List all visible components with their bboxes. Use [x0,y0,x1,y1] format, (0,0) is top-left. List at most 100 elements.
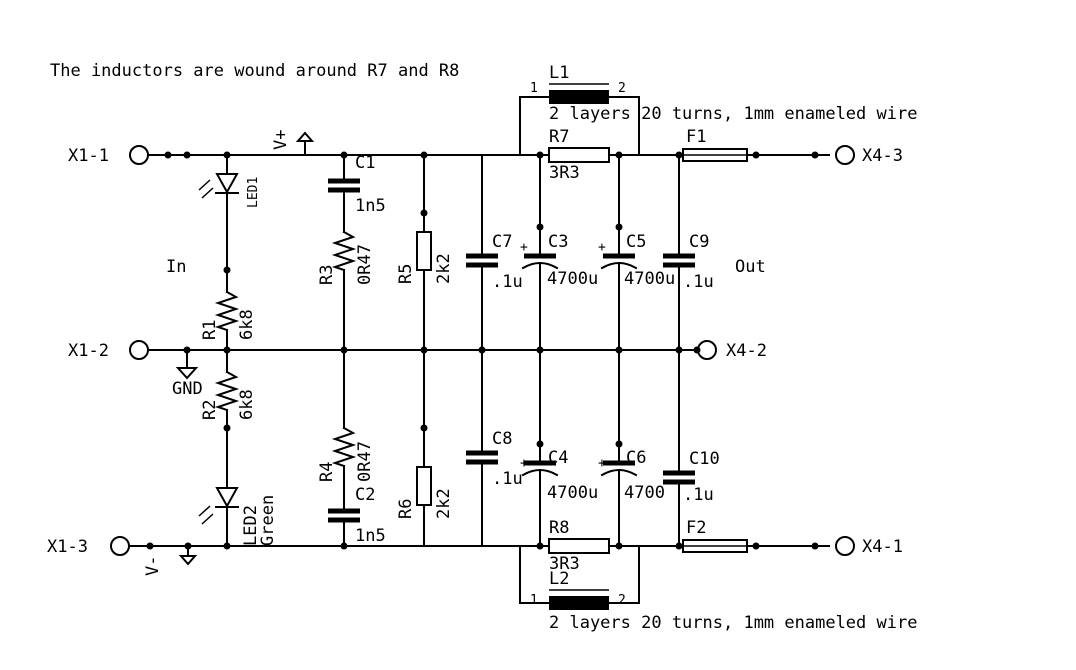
r1-label: R1 [200,320,220,340]
c7-label: C7 [492,232,512,252]
f1: F1 [682,127,748,162]
terminal-x1-2-label: X1-2 [68,341,109,361]
r4-label: R4 [317,462,337,482]
r5: R5 2k2 [396,154,454,351]
c4-label: C4 [548,448,568,468]
led2: LED2 Green [198,487,278,547]
r7-value: 3R3 [549,163,580,183]
r3: R3 0R47 [317,230,375,351]
terminal-x1-3: X1-3 [47,536,130,557]
terminal-x4-3: X4-3 [835,145,903,166]
c5: + C5 4700u [598,154,675,351]
c6: + C6 4700 [598,349,665,547]
l1-pin2: 2 [618,81,626,96]
c2-value: 1n5 [355,526,386,546]
c2-label: C2 [355,485,375,505]
l2-pin1: 1 [530,593,538,608]
r3-value: 0R47 [355,244,375,285]
vplus-label: V+ [271,130,291,150]
c4: + C4 4700u [520,349,598,547]
c3-value: 4700u [547,269,598,289]
l1-label: L1 [549,63,569,83]
c6-label: C6 [626,448,646,468]
led1: LED1 [198,154,261,271]
l2-label: L2 [549,569,569,589]
c8-label: C8 [492,429,512,449]
terminal-x1-2: X1-2 [68,340,149,361]
l2-note: 2 layers 20 turns, 1mm enameled wire [549,613,917,633]
r8-value: 3R3 [549,554,580,574]
c7: C7 .1u [466,154,523,351]
c5-label: C5 [626,232,646,252]
f1-label: F1 [686,127,706,147]
c6-polarity: + [598,456,606,471]
f2: F2 [682,518,748,553]
vminus-label: V- [143,556,163,576]
terminal-x4-2: X4-2 [697,340,767,361]
c6-value: 4700 [624,483,665,503]
c5-polarity: + [598,240,606,255]
c8: C8 .1u [466,349,523,547]
terminal-x4-1: X4-1 [835,536,903,557]
c4-value: 4700u [547,483,598,503]
r3-label: R3 [317,265,337,285]
r6: R6 2k2 [396,349,454,547]
r6-label: R6 [396,499,416,519]
c1-value: 1n5 [355,196,386,216]
l1-pin1: 1 [530,81,538,96]
c3: + C3 4700u [520,154,598,351]
c3-label: C3 [548,232,568,252]
out-label: Out [735,257,766,277]
l2-pin2: 2 [618,593,626,608]
r1-value: 6k8 [237,309,257,340]
r4: R4 0R47 [317,349,375,511]
c1-label: C1 [355,153,375,173]
c10-label: C10 [689,449,720,469]
c9-value: .1u [683,272,714,292]
r7-label: R7 [549,127,569,147]
c7-value: .1u [492,272,523,292]
c10-value: .1u [683,485,714,505]
led2-value: Green [258,495,278,546]
terminal-x4-3-label: X4-3 [862,146,903,166]
r2-value: 6k8 [237,389,257,420]
r8-label: R8 [549,518,569,538]
c3-polarity: + [520,240,528,255]
r6-value: 2k2 [434,488,454,519]
r4-value: 0R47 [355,441,375,482]
led2-label: LED2 [241,505,261,546]
c2: C2 1n5 [328,485,386,547]
r5-value: 2k2 [434,253,454,284]
r8: R8 3R3 [548,518,610,574]
l1: L1 1 2 2 layers 20 turns, 1mm enameled w… [519,63,917,156]
junction-dots [146,151,819,550]
r2: R2 6k8 [200,349,257,489]
r7: R7 3R3 [548,127,610,183]
c9-label: C9 [689,232,709,252]
c4-polarity: + [520,456,528,471]
terminal-x1-3-label: X1-3 [47,537,88,557]
in-label: In [166,257,186,277]
l2: L2 1 2 2 layers 20 turns, 1mm enameled w… [519,545,917,633]
c1: C1 1n5 [328,153,386,233]
r5-label: R5 [396,264,416,284]
l1-note: 2 layers 20 turns, 1mm enameled wire [549,104,917,124]
led1-label: LED1 [246,177,261,208]
r1: R1 6k8 [200,269,257,351]
gnd-label: GND [172,379,203,399]
terminal-x4-1-label: X4-1 [862,537,903,557]
c5-value: 4700u [624,269,675,289]
c9: C9 .1u [663,154,714,351]
terminal-x4-2-label: X4-2 [726,341,767,361]
terminal-x1-1-label: X1-1 [68,146,109,166]
inductor-note: The inductors are wound around R7 and R8 [50,61,459,81]
c10: C10 .1u [663,349,720,547]
gnd-symbol: GND [172,349,203,399]
c8-value: .1u [492,469,523,489]
f2-label: F2 [686,518,706,538]
vplus-symbol: V+ [271,130,315,156]
r2-label: R2 [200,400,220,420]
vminus-symbol: V- [143,545,198,576]
terminal-x1-1: X1-1 [68,145,149,166]
